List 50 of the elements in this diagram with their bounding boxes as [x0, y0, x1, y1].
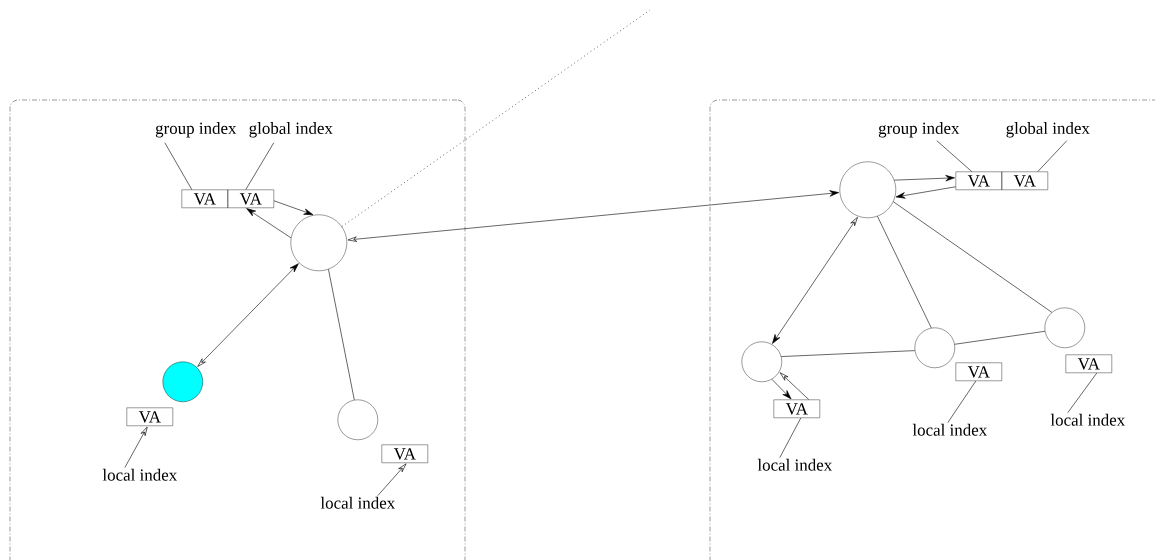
leader-line: [164, 142, 193, 190]
index-label: local index: [1050, 413, 1125, 426]
index-label: group index: [155, 122, 237, 138]
circle: [290, 214, 347, 271]
arrow: [894, 175, 955, 182]
va-box: VA: [381, 444, 428, 463]
circle: [1044, 307, 1085, 348]
arrow: [273, 200, 314, 215]
index-label: group index: [878, 122, 960, 138]
circle: [914, 327, 955, 368]
arrow: [771, 379, 792, 400]
va-box: VA: [181, 189, 228, 208]
index-label: global index: [1006, 122, 1090, 138]
va-box: VA: [955, 362, 1002, 381]
connector-line: [328, 269, 355, 401]
circle: [741, 341, 782, 382]
leader-line: [1067, 372, 1098, 413]
dashed-frame: [9, 99, 466, 560]
circle: [162, 361, 203, 402]
leader-line: [779, 417, 802, 458]
arrow: [347, 190, 840, 242]
connector-line: [893, 201, 1053, 313]
arrow: [779, 372, 810, 400]
index-label: global index: [249, 122, 333, 138]
connector-line: [954, 331, 1046, 345]
va-box: VA: [955, 171, 1002, 190]
index-label: local index: [757, 458, 832, 471]
circle: [337, 399, 378, 440]
leader-line: [947, 380, 977, 423]
arrow: [197, 263, 299, 367]
index-label: local index: [102, 468, 177, 481]
circle: [839, 161, 896, 218]
leader-line: [1037, 140, 1068, 172]
va-box: VA: [773, 399, 820, 418]
index-label: local index: [912, 423, 987, 436]
connector-line: [781, 350, 916, 357]
connector-line: [877, 216, 932, 329]
dashed-frame: [709, 99, 1155, 560]
leader-line: [245, 142, 275, 190]
arrow: [124, 426, 148, 468]
arrow: [246, 208, 292, 239]
arrow: [772, 216, 858, 344]
va-box: VA: [1065, 354, 1112, 373]
arrow: [377, 463, 407, 496]
leader-line: [936, 140, 973, 172]
index-label: local index: [320, 496, 395, 509]
va-box: VA: [126, 407, 173, 426]
arrow: [895, 186, 956, 199]
va-box: VA: [227, 189, 274, 208]
va-box: VA: [1001, 171, 1048, 190]
